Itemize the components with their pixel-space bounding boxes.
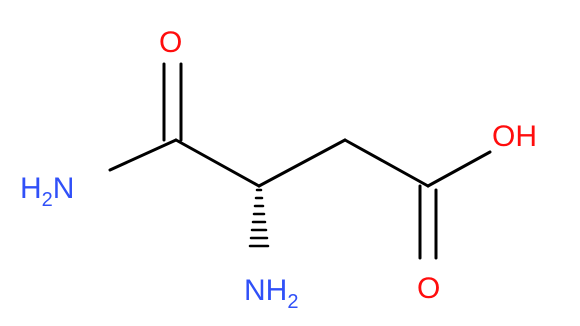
atom-oh: OH <box>492 120 537 153</box>
atom-h2n-n: N <box>53 172 75 205</box>
hashed-wedge-bond <box>248 188 270 248</box>
atom-nh2-sub: 2 <box>287 291 298 313</box>
atom-labels: O H2N NH2 OH O <box>20 26 537 313</box>
bond-ch2-carboxyl-c <box>343 138 430 188</box>
bond-carboxyl-c-oh <box>426 150 492 188</box>
bond-amide-c-n <box>108 138 178 172</box>
atom-o-top: O <box>159 26 182 59</box>
atom-h2n-h: H <box>20 172 42 205</box>
bonds <box>108 62 492 260</box>
atom-h2n-amide: H2N <box>20 172 74 211</box>
atom-nh2-amine: NH2 <box>244 274 298 313</box>
atom-h2n-sub: 2 <box>42 189 53 211</box>
bond-alpha-c-ch2 <box>257 138 347 188</box>
atom-nh2-nh: NH <box>244 274 287 307</box>
atom-o-bottom: O <box>417 272 440 305</box>
bond-amide-c-alpha-c <box>174 138 261 188</box>
